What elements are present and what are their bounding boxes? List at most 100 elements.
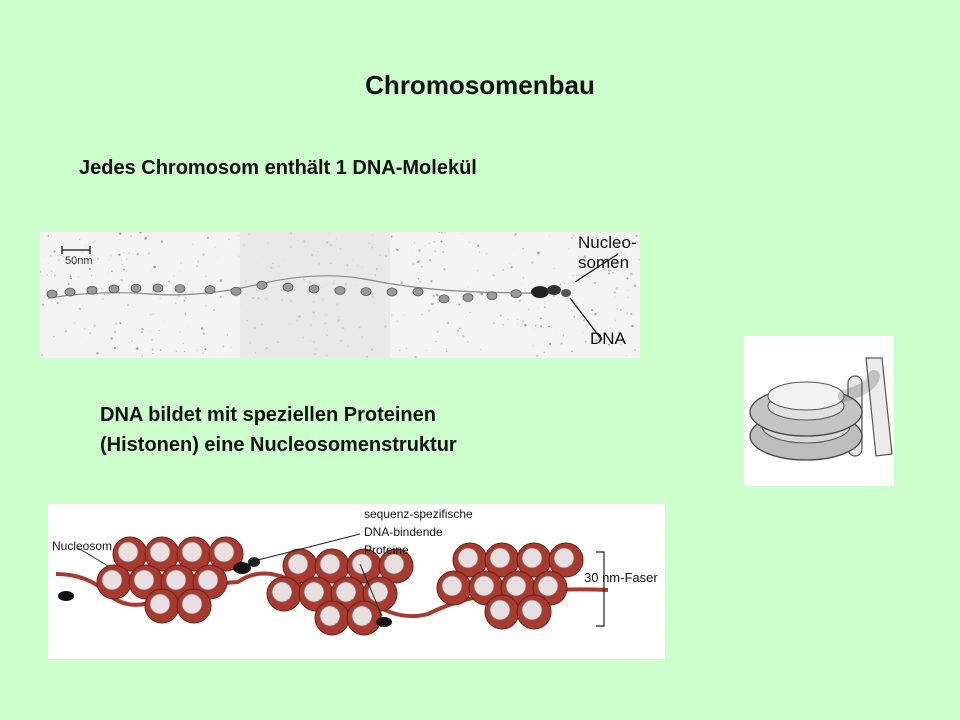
nucleosome-pointer	[574, 253, 619, 283]
micrograph-speck	[179, 271, 181, 273]
micrograph-speck	[465, 316, 467, 318]
micrograph-speck	[67, 282, 70, 285]
micrograph-speck	[414, 355, 417, 358]
micrograph-speck	[103, 293, 106, 296]
micrograph-speck	[540, 325, 543, 328]
nucleosome-bead	[510, 289, 522, 299]
micrograph-speck	[41, 354, 44, 357]
micrograph-speck	[461, 335, 465, 338]
micrograph-speck	[469, 311, 471, 314]
binding-protein-2	[233, 562, 251, 574]
micrograph-speck	[139, 232, 142, 234]
micrograph-speck	[89, 332, 91, 334]
micrograph-speck	[638, 258, 640, 261]
micrograph-speck	[622, 241, 625, 244]
micrograph-speck	[514, 234, 516, 236]
micrograph-speck	[633, 284, 637, 288]
micrograph-speck	[88, 267, 92, 271]
micrograph-speck	[635, 234, 638, 237]
micrograph-speck	[159, 297, 161, 300]
nucleosome-bead	[256, 280, 268, 290]
micrograph-speck	[175, 302, 177, 305]
micrograph-speck	[573, 235, 575, 237]
micrograph-speck	[530, 261, 534, 265]
micrograph-speck	[202, 332, 205, 335]
nucleosome-bead	[130, 283, 142, 293]
micrograph-speck	[141, 327, 144, 331]
micrograph-speck	[620, 344, 622, 346]
micrograph-speck	[53, 274, 56, 277]
micrograph-speck	[549, 235, 551, 237]
micrograph-speck	[548, 325, 550, 328]
micrograph-speck	[583, 255, 587, 259]
micrograph-speck	[152, 352, 154, 354]
dna-pointer	[569, 297, 603, 341]
nucleosome	[346, 600, 382, 636]
nucleosomes-label-1: Nucleo-	[578, 233, 637, 252]
fiber-diagram: Nucleosom sequenz-spezifische DNA-binden…	[48, 504, 665, 659]
micrograph-speck	[517, 318, 519, 320]
nucleosome-bead	[386, 287, 398, 297]
micrograph-speck	[499, 314, 502, 317]
micrograph-speck	[620, 250, 623, 253]
micrograph-speck	[101, 297, 105, 301]
micrograph-speck	[182, 342, 185, 345]
micrograph-speck	[53, 250, 56, 253]
dark-cluster	[531, 286, 549, 298]
micrograph-speck	[634, 349, 636, 351]
micrograph-speck	[513, 248, 515, 250]
scale-label: 50nm	[65, 255, 93, 267]
micrograph-speck	[518, 299, 521, 303]
micrograph-speck	[83, 327, 86, 330]
micrograph-speck	[163, 320, 165, 322]
micrograph-speck	[399, 350, 401, 351]
micrograph-speck	[81, 251, 83, 253]
micrograph-speck	[537, 253, 539, 256]
micrograph-speck	[119, 232, 122, 235]
micrograph-speck	[532, 345, 534, 347]
micrograph-speck	[616, 244, 619, 247]
micrograph-speck	[583, 319, 586, 322]
micrograph-speck	[480, 292, 484, 296]
micrograph-speck	[121, 263, 124, 266]
fiber-bracket	[596, 551, 605, 627]
micrograph-speck	[128, 252, 130, 254]
micrograph-speck	[47, 235, 50, 237]
micrograph-speck	[411, 244, 413, 245]
micrograph-speck	[583, 332, 585, 334]
micrograph-speck	[226, 334, 229, 336]
micrograph-speck	[527, 308, 530, 311]
micrograph-speck	[615, 287, 619, 291]
micrograph-speck	[110, 337, 113, 340]
nucleosome	[346, 548, 382, 584]
protein-pointer-1	[257, 533, 361, 561]
micrograph-speck	[608, 269, 611, 272]
micrograph-speck	[418, 280, 422, 284]
micrograph-speck	[40, 270, 42, 273]
nucleosome-bead	[174, 284, 186, 293]
micrograph-speck	[127, 304, 129, 307]
micrograph-speck	[85, 245, 87, 247]
nucleosome	[96, 564, 132, 600]
micrograph-speck	[78, 238, 81, 241]
proteins-label-2: DNA-bindende	[364, 525, 443, 539]
micrograph-speck	[560, 342, 563, 345]
nucleosomes-label-2: somen	[578, 253, 629, 272]
nucleosome-bead	[152, 283, 164, 293]
micrograph-speck	[621, 339, 622, 340]
micrograph-speck	[222, 345, 225, 348]
micrograph-speck	[595, 237, 598, 240]
micrograph-speck	[413, 242, 416, 244]
micrograph-speck	[571, 350, 573, 353]
micrograph-speck	[522, 247, 524, 250]
micrograph-speck	[618, 331, 621, 334]
micrograph-speck	[537, 251, 540, 255]
dna-label: DNA	[590, 329, 627, 348]
nucleosome-bead	[438, 294, 450, 304]
micrograph-speck	[431, 302, 434, 306]
micrograph-speck	[141, 331, 143, 334]
micrograph-speck	[403, 314, 405, 316]
micrograph-speck	[136, 252, 139, 256]
micrograph-speck	[458, 334, 460, 336]
micrograph-speck	[90, 275, 92, 277]
